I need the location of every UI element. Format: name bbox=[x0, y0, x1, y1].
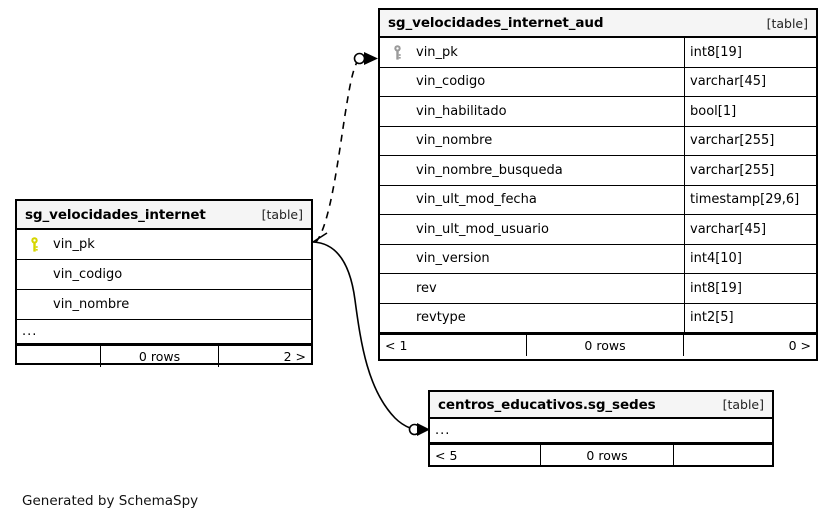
footer-parent-count[interactable] bbox=[17, 346, 100, 367]
column-name-cell: rev bbox=[380, 274, 684, 303]
column-name-text: vin_pk bbox=[416, 44, 458, 60]
entity-sg-velocidades-internet[interactable]: sg_velocidades_internet [table] vin_pk bbox=[15, 199, 313, 367]
column-name-text: vin_nombre bbox=[53, 297, 130, 312]
entity-footer-sedes: < 5 0 rows bbox=[430, 443, 772, 466]
more-columns-indicator[interactable]: ... bbox=[17, 320, 311, 344]
column-name-text: revtype bbox=[416, 310, 466, 326]
column-type-text: varchar[45] bbox=[684, 67, 816, 96]
entity-sg-velocidades-internet-aud[interactable]: sg_velocidades_internet_aud [table] vin_… bbox=[378, 8, 818, 361]
column-row-vin-codigo[interactable]: vin_codigo bbox=[17, 260, 311, 290]
column-row-vin-version[interactable]: vin_version int4[10] bbox=[380, 244, 816, 274]
crowsfoot-main-upper bbox=[312, 232, 328, 243]
column-row-vin-nombre[interactable]: vin_nombre varchar[255] bbox=[380, 126, 816, 156]
column-name-text: vin_nombre bbox=[416, 133, 493, 149]
column-name-cell: revtype bbox=[380, 304, 684, 333]
more-columns-indicator[interactable]: ... bbox=[430, 419, 772, 443]
footer-row-count: 0 rows bbox=[526, 335, 684, 356]
entity-centros-educativos-sg-sedes[interactable]: centros_educativos.sg_sedes [table] ... … bbox=[428, 390, 774, 467]
column-name-cell: vin_habilitado bbox=[380, 97, 684, 126]
entity-header-main: sg_velocidades_internet [table] bbox=[17, 201, 311, 230]
relationship-zero-marker-aud bbox=[353, 52, 366, 65]
footer-row-count: 0 rows bbox=[540, 445, 674, 466]
primary-key-icon bbox=[23, 237, 45, 252]
column-name-text: vin_ult_mod_usuario bbox=[416, 221, 549, 237]
entity-kind-label-aud: [table] bbox=[766, 15, 808, 31]
footer-parent-count[interactable]: < 1 bbox=[385, 338, 408, 353]
column-name-text: vin_codigo bbox=[53, 267, 123, 282]
column-name-cell: vin_codigo bbox=[380, 68, 684, 97]
column-name-cell: vin_ult_mod_usuario bbox=[380, 215, 684, 244]
entity-title-sedes: centros_educativos.sg_sedes bbox=[438, 396, 656, 413]
column-row-vin-habilitado[interactable]: vin_habilitado bool[1] bbox=[380, 97, 816, 127]
column-name-cell: vin_nombre bbox=[17, 290, 311, 319]
entity-kind-label-main: [table] bbox=[261, 207, 303, 222]
column-type-text: int4[10] bbox=[684, 244, 816, 273]
column-type-text: int8[19] bbox=[684, 274, 816, 303]
column-name-cell: vin_version bbox=[380, 245, 684, 274]
column-row-vin-pk[interactable]: vin_pk int8[19] bbox=[380, 38, 816, 68]
column-type-text: varchar[45] bbox=[684, 215, 816, 244]
column-type-text: int8[19] bbox=[684, 38, 816, 67]
relationship-arrowhead-aud bbox=[364, 52, 378, 65]
column-name-text: vin_version bbox=[416, 251, 490, 267]
footer-child-count[interactable]: 0 > bbox=[788, 338, 811, 353]
footer-parent-count[interactable]: < 5 bbox=[435, 448, 458, 463]
column-row-revtype[interactable]: revtype int2[5] bbox=[380, 303, 816, 333]
column-type-text: varchar[255] bbox=[684, 156, 816, 185]
column-name-text: vin_pk bbox=[53, 237, 95, 252]
column-row-vin-ult-mod-usuario[interactable]: vin_ult_mod_usuario varchar[45] bbox=[380, 215, 816, 245]
column-type-text: timestamp[29,6] bbox=[684, 185, 816, 214]
column-type-text: int2[5] bbox=[684, 303, 816, 332]
column-name-cell: vin_pk bbox=[380, 38, 684, 67]
footer-child-count[interactable]: 2 > bbox=[283, 349, 306, 364]
column-name-cell: vin_pk bbox=[17, 230, 311, 259]
footer-child-count[interactable] bbox=[674, 445, 772, 466]
generated-by-caption: Generated by SchemaSpy bbox=[22, 493, 199, 509]
column-type-text: bool[1] bbox=[684, 97, 816, 126]
column-name-text: vin_codigo bbox=[416, 74, 486, 90]
relationship-zero-marker-sedes bbox=[408, 423, 421, 436]
footer-row-count: 0 rows bbox=[100, 346, 219, 367]
entity-footer-aud: < 1 0 rows 0 > bbox=[380, 333, 816, 356]
column-row-vin-ult-mod-fecha[interactable]: vin_ult_mod_fecha timestamp[29,6] bbox=[380, 185, 816, 215]
entity-title-aud: sg_velocidades_internet_aud bbox=[388, 15, 604, 31]
column-name-text: vin_nombre_busqueda bbox=[416, 162, 563, 178]
column-row-vin-pk[interactable]: vin_pk bbox=[17, 230, 311, 260]
column-row-vin-codigo[interactable]: vin_codigo varchar[45] bbox=[380, 67, 816, 97]
entity-title-main: sg_velocidades_internet bbox=[25, 206, 206, 223]
column-name-cell: vin_nombre bbox=[380, 127, 684, 156]
column-name-text: vin_ult_mod_fecha bbox=[416, 192, 537, 208]
column-name-text: rev bbox=[416, 280, 437, 296]
column-type-text: varchar[255] bbox=[684, 126, 816, 155]
column-name-cell: vin_nombre_busqueda bbox=[380, 156, 684, 185]
column-row-rev[interactable]: rev int8[19] bbox=[380, 274, 816, 304]
column-name-text: vin_habilitado bbox=[416, 103, 507, 119]
entity-footer-main: 0 rows 2 > bbox=[17, 344, 311, 367]
column-name-cell: vin_codigo bbox=[17, 260, 311, 289]
column-row-vin-nombre[interactable]: vin_nombre bbox=[17, 290, 311, 320]
entity-kind-label-sedes: [table] bbox=[722, 397, 764, 412]
relationship-line-main-to-aud bbox=[315, 61, 358, 243]
entity-header-sedes: centros_educativos.sg_sedes [table] bbox=[430, 392, 772, 419]
column-row-vin-nombre-busqueda[interactable]: vin_nombre_busqueda varchar[255] bbox=[380, 156, 816, 186]
column-name-cell: vin_ult_mod_fecha bbox=[380, 186, 684, 215]
key-icon bbox=[386, 44, 408, 60]
entity-header-aud: sg_velocidades_internet_aud [table] bbox=[380, 10, 816, 38]
